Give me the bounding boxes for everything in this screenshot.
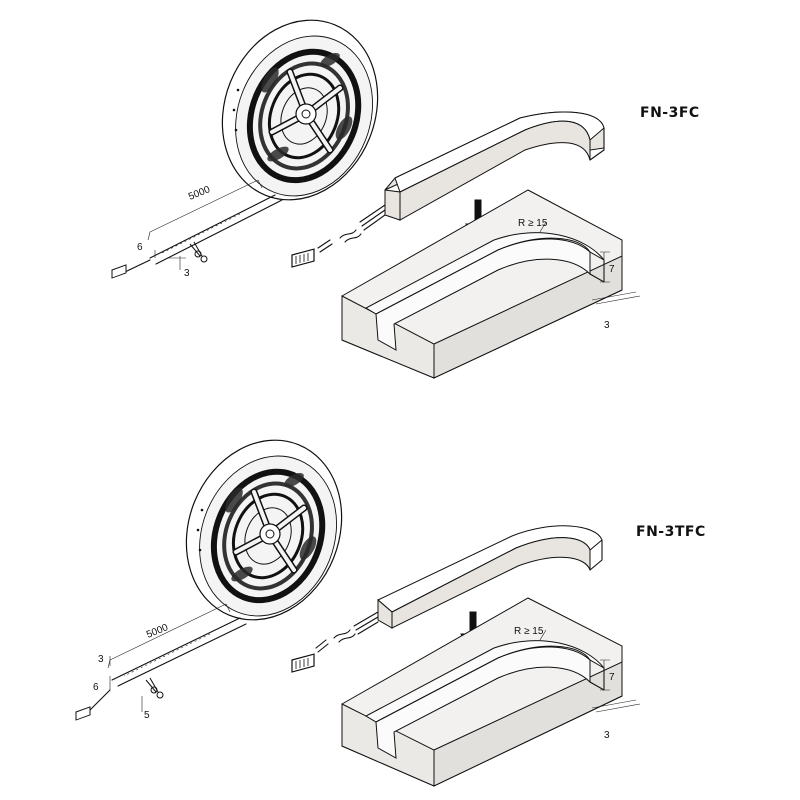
connector-icon [291,248,315,268]
neon-profile [377,525,603,629]
strip-top-label: 3 [98,654,104,665]
product-title: FN-3FC [640,105,700,121]
panel-fn-3fc: 5000 6 3 FN-3FC [111,0,700,379]
led-reel [160,417,368,644]
strip-width-label: 6 [93,682,99,693]
strip-width-label: 6 [137,242,143,253]
neon-profile [384,111,605,221]
connector-icon [291,653,315,673]
strip-height-label: 5 [144,710,150,721]
groove-width-label: 3 [604,730,610,741]
groove-width-label: 3 [604,320,610,331]
product-title: FN-3TFC [636,524,706,540]
reel-length-label: 5000 [145,622,170,641]
mounting-block: R ≥ 15 7 3 [341,189,641,379]
strip-height-label: 3 [184,268,190,279]
radius-label: R ≥ 15 [514,626,544,637]
connector-icon [75,706,91,721]
groove-depth-label: 7 [609,672,615,683]
led-strip [111,617,247,687]
scissors-icon [145,677,164,699]
groove-depth-label: 7 [609,264,615,275]
connector-icon [111,264,127,279]
mounting-block: R ≥ 15 7 3 [341,597,641,787]
led-strip [149,194,283,265]
reel-length-label: 5000 [187,184,212,203]
panel-fn-3tfc: 5000 3 6 5 FN-3TFC [75,417,706,787]
radius-label: R ≥ 15 [518,218,548,229]
led-reel [196,0,404,223]
